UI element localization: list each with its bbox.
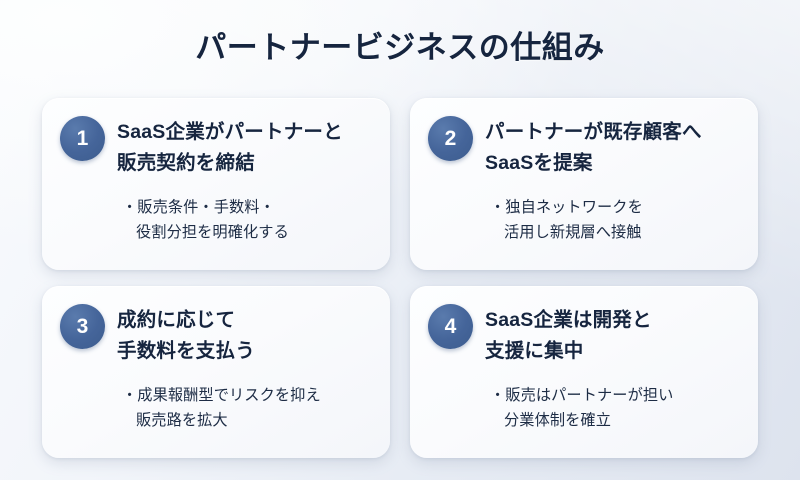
step-card-2-title: パートナーが既存顧客へ SaaSを提案 bbox=[485, 115, 702, 179]
step-card-4[interactable]: 4 SaaS企業は開発と 支援に集中 ・販売はパートナーが担い 分業体制を確立 bbox=[410, 286, 758, 458]
bullet-item: ・独自ネットワークを 活用し新規層へ接触 bbox=[490, 195, 742, 245]
step-card-2[interactable]: 2 パートナーが既存顧客へ SaaSを提案 ・独自ネットワークを 活用し新規層へ… bbox=[410, 98, 758, 270]
bullet-line-2: 販売路を拡大 bbox=[136, 412, 228, 429]
step-card-1-title: SaaS企業がパートナーと 販売契約を締結 bbox=[117, 115, 343, 179]
step-number-badge: 3 bbox=[60, 304, 105, 349]
step-number-badge: 2 bbox=[428, 116, 473, 161]
step-card-1[interactable]: 1 SaaS企業がパートナーと 販売契約を締結 ・販売条件・手数料・ 役割分担を… bbox=[42, 98, 390, 270]
step-number-badge: 4 bbox=[428, 304, 473, 349]
title-line-1: パートナーが既存顧客へ bbox=[485, 121, 702, 143]
step-card-3-header: 3 成約に応じて 手数料を支払う bbox=[60, 303, 374, 367]
title-line-1: SaaS企業は開発と bbox=[485, 309, 652, 331]
title-line-2: 手数料を支払う bbox=[117, 340, 255, 362]
bullet-item: ・成果報酬型でリスクを抑え 販売路を拡大 bbox=[122, 383, 374, 433]
title-line-2: SaaSを提案 bbox=[485, 152, 593, 174]
title-line-2: 販売契約を締結 bbox=[117, 152, 255, 174]
bullet-line-1: ・販売条件・手数料・ bbox=[122, 199, 275, 216]
step-card-3-title: 成約に応じて 手数料を支払う bbox=[117, 303, 255, 367]
bullet-line-1: ・独自ネットワークを bbox=[490, 199, 643, 216]
step-card-3-bullets: ・成果報酬型でリスクを抑え 販売路を拡大 bbox=[60, 383, 374, 433]
bullet-line-2: 活用し新規層へ接触 bbox=[504, 224, 642, 241]
step-card-4-bullets: ・販売はパートナーが担い 分業体制を確立 bbox=[428, 383, 742, 433]
title-line-2: 支援に集中 bbox=[485, 340, 584, 362]
bullet-item: ・販売はパートナーが担い 分業体制を確立 bbox=[490, 383, 742, 433]
step-number-badge: 1 bbox=[60, 116, 105, 161]
bullet-line-1: ・販売はパートナーが担い bbox=[490, 387, 674, 404]
title-line-1: 成約に応じて bbox=[117, 309, 236, 331]
title-line-1: SaaS企業がパートナーと bbox=[117, 121, 343, 143]
bullet-item: ・販売条件・手数料・ 役割分担を明確化する bbox=[122, 195, 374, 245]
step-card-grid: 1 SaaS企業がパートナーと 販売契約を締結 ・販売条件・手数料・ 役割分担を… bbox=[42, 98, 758, 458]
step-card-1-header: 1 SaaS企業がパートナーと 販売契約を締結 bbox=[60, 115, 374, 179]
bullet-line-2: 分業体制を確立 bbox=[504, 412, 612, 429]
step-card-4-header: 4 SaaS企業は開発と 支援に集中 bbox=[428, 303, 742, 367]
page-title: パートナービジネスの仕組み bbox=[195, 30, 605, 65]
step-card-1-bullets: ・販売条件・手数料・ 役割分担を明確化する bbox=[60, 195, 374, 245]
step-card-2-bullets: ・独自ネットワークを 活用し新規層へ接触 bbox=[428, 195, 742, 245]
step-card-3[interactable]: 3 成約に応じて 手数料を支払う ・成果報酬型でリスクを抑え 販売路を拡大 bbox=[42, 286, 390, 458]
step-card-4-title: SaaS企業は開発と 支援に集中 bbox=[485, 303, 652, 367]
bullet-line-1: ・成果報酬型でリスクを抑え bbox=[122, 387, 321, 404]
bullet-line-2: 役割分担を明確化する bbox=[136, 224, 289, 241]
step-card-2-header: 2 パートナーが既存顧客へ SaaSを提案 bbox=[428, 115, 742, 179]
